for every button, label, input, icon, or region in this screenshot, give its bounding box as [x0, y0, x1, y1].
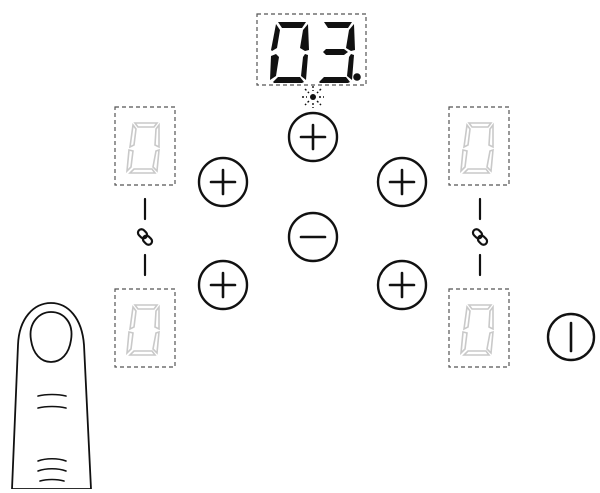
timer-display	[256, 13, 367, 86]
zone-top-right-plus-button[interactable]	[376, 156, 428, 208]
timer-plus-button[interactable]	[287, 111, 339, 163]
timer-minus-button[interactable]	[287, 211, 339, 263]
zone-display-bottom-right	[448, 288, 510, 368]
plus-icon	[209, 168, 237, 196]
zone-display-top-left	[114, 106, 176, 186]
plus-icon	[209, 271, 237, 299]
zone-bottom-right-plus-button[interactable]	[376, 259, 428, 311]
link-chain-icon	[471, 228, 489, 246]
finger-touch-icon	[11, 302, 92, 490]
power-button[interactable]	[546, 312, 596, 362]
zone-bottom-left-plus-button[interactable]	[197, 259, 249, 311]
plus-icon	[299, 123, 327, 151]
timer-digit-units	[319, 22, 355, 83]
plus-icon	[388, 271, 416, 299]
timer-decimal-point	[353, 73, 361, 81]
zone-display-bottom-left	[114, 288, 176, 368]
link-chain-icon	[136, 228, 154, 246]
zone-top-left-plus-button[interactable]	[197, 156, 249, 208]
zone-display-top-right	[448, 106, 510, 186]
plus-icon	[388, 168, 416, 196]
timer-digit-tens	[270, 22, 309, 83]
timer-indicator-light-icon	[302, 86, 324, 108]
right-bridge-link[interactable]	[471, 197, 489, 277]
left-bridge-link[interactable]	[136, 197, 154, 277]
